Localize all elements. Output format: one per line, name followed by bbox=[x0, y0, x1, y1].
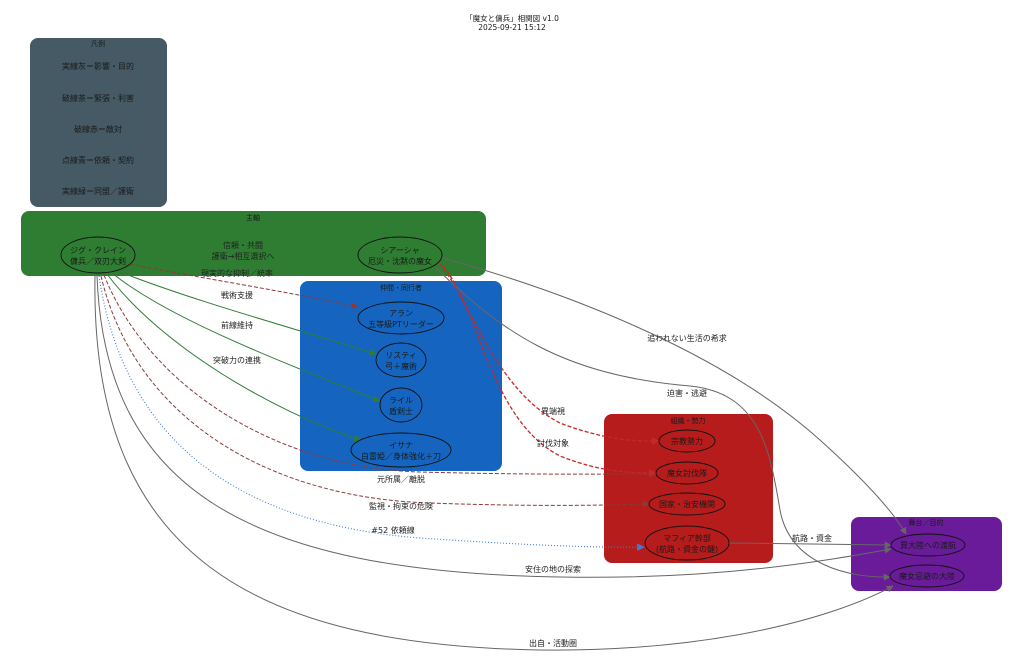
edge-label-zig-state: 監視・拘束の危険 bbox=[369, 501, 433, 511]
node-mafia-name: マフィア幹部 bbox=[663, 533, 711, 543]
stage-cluster bbox=[851, 517, 1002, 591]
edge-zig-voyage bbox=[96, 275, 892, 578]
edge-siasha-voyage bbox=[441, 257, 907, 535]
node-voyage-shape bbox=[890, 533, 966, 557]
edge-label-siasha-religion: 異端視 bbox=[541, 406, 565, 416]
node-religion-name: 宗教勢力 bbox=[671, 436, 703, 446]
node-listy-desc: 弓＋魔術 bbox=[385, 361, 417, 371]
node-alan: アラン 五等級PTリーダー bbox=[357, 301, 445, 335]
allies-cluster bbox=[300, 281, 502, 471]
node-siasha-shape bbox=[357, 236, 443, 274]
edge-label-mafia-voyage: 航路・資金 bbox=[792, 533, 832, 543]
node-alan-name: アラン bbox=[389, 309, 413, 318]
legend-item-tension: 破線茶＝緊張・利害 bbox=[62, 93, 134, 103]
edge-siasha-continent bbox=[435, 267, 891, 581]
edge-zig-mafia bbox=[98, 275, 645, 552]
node-mafia-shape bbox=[644, 525, 730, 561]
node-zig-desc: 傭兵／双刃大剣 bbox=[70, 256, 126, 266]
legend-cluster bbox=[30, 38, 167, 207]
node-siasha-name: シアーシャ bbox=[380, 246, 419, 255]
edge-zig-lyle bbox=[111, 272, 381, 402]
edge-label-zig-continent: 出自・活動圏 bbox=[529, 638, 577, 648]
node-state-name: 国家・治安機関 bbox=[659, 499, 715, 509]
node-voyage: 異大陸への渡航 bbox=[890, 533, 966, 557]
edge-label-zig-siasha-2: 護衛→相互選択へ bbox=[212, 251, 275, 261]
node-alan-shape bbox=[357, 301, 445, 335]
node-continent-shape bbox=[889, 564, 965, 588]
orgs-cluster-title: 組織・勢力 bbox=[671, 416, 706, 425]
node-religion-shape bbox=[658, 429, 716, 453]
node-siasha-desc: 厄災・沈黙の魔女 bbox=[368, 256, 432, 266]
edge-mafia-voyage bbox=[728, 541, 892, 549]
node-listy-shape bbox=[375, 342, 427, 378]
legend-item-hostile: 破線赤＝敵対 bbox=[74, 124, 122, 134]
edge-label-zig-siasha-1: 信頼・共闘 bbox=[223, 240, 263, 250]
node-state-shape bbox=[648, 492, 726, 516]
node-state: 国家・治安機関 bbox=[648, 492, 726, 516]
edge-label-zig-alan: 現実的な抑制／統率 bbox=[201, 268, 273, 278]
node-alan-desc: 五等級PTリーダー bbox=[368, 319, 434, 329]
node-mafia: マフィア幹部 (航路・資金の鍵) bbox=[644, 525, 730, 561]
node-lyle-desc: 盾剣士 bbox=[389, 406, 413, 416]
edge-zig-alan bbox=[129, 263, 359, 310]
stage-cluster-title: 舞台／目的 bbox=[909, 518, 944, 527]
main-cluster-title: 主軸 bbox=[246, 213, 260, 222]
node-lyle: ライル 盾剣士 bbox=[379, 387, 423, 423]
node-hunters: 魔女討伐隊 bbox=[655, 461, 719, 485]
edge-siasha-hunters bbox=[442, 265, 657, 477]
node-zig: ジグ・クレイン 傭兵／双刃大剣 bbox=[60, 236, 136, 274]
node-zig-name: ジグ・クレイン bbox=[70, 245, 126, 255]
allies-cluster-title: 仲間・同行者 bbox=[380, 283, 422, 292]
node-lyle-name: ライル bbox=[389, 396, 413, 405]
edge-zig-isana bbox=[106, 273, 361, 442]
edge-label-siasha-hunters: 討伐対象 bbox=[537, 438, 569, 448]
legend-item-alliance: 実線緑＝同盟／護衛 bbox=[62, 186, 134, 196]
edge-zig-state bbox=[100, 275, 650, 508]
edge-label-zig-mafia: #52 依頼線 bbox=[371, 525, 414, 535]
node-hunters-shape bbox=[655, 461, 719, 485]
diagram-title: 「魔女と傭兵」相関図 v1.0 bbox=[465, 13, 559, 23]
node-voyage-name: 異大陸への渡航 bbox=[900, 540, 956, 550]
legend-item-contract: 点線青＝依頼・契約 bbox=[62, 155, 134, 165]
node-listy: リスティ 弓＋魔術 bbox=[375, 342, 427, 378]
diagram-timestamp: 2025-09-21 15:12 bbox=[478, 23, 546, 32]
legend-item-influence: 実線灰＝影響・目的 bbox=[62, 61, 134, 71]
node-listy-name: リスティ bbox=[385, 351, 417, 360]
node-isana-desc: 白雷姫／身体強化＋刀 bbox=[361, 451, 441, 461]
node-hunters-name: 魔女討伐隊 bbox=[667, 468, 707, 478]
node-lyle-shape bbox=[379, 387, 423, 423]
orgs-cluster bbox=[604, 414, 773, 563]
edge-label-zig-listy: 戦術支援 bbox=[221, 290, 253, 300]
main-cluster bbox=[21, 211, 486, 276]
node-continent: 魔女忌避の大陸 bbox=[889, 564, 965, 588]
edge-label-zig-isana: 突破力の連携 bbox=[213, 355, 261, 365]
node-isana-name: イサナ bbox=[389, 441, 413, 450]
node-zig-shape bbox=[60, 236, 136, 274]
edge-zig-continent bbox=[94, 275, 894, 651]
legend-title: 凡例 bbox=[91, 39, 105, 48]
edge-label-zig-voyage: 安住の地の探索 bbox=[525, 564, 581, 574]
edge-label-siasha-voyage: 追われない生活の希求 bbox=[647, 333, 727, 343]
edge-zig-hunters bbox=[103, 274, 657, 478]
node-mafia-desc: (航路・資金の鍵) bbox=[656, 544, 718, 554]
node-isana-shape bbox=[350, 432, 452, 468]
edge-label-zig-hunters: 元所属／離脱 bbox=[377, 474, 425, 484]
node-continent-name: 魔女忌避の大陸 bbox=[899, 571, 955, 581]
edge-siasha-religion bbox=[439, 263, 660, 445]
node-siasha: シアーシャ 厄災・沈黙の魔女 bbox=[357, 236, 443, 274]
edge-zig-listy bbox=[117, 270, 377, 356]
edge-label-siasha-continent: 迫害・逃避 bbox=[667, 388, 707, 398]
node-isana: イサナ 白雷姫／身体強化＋刀 bbox=[350, 432, 452, 468]
node-religion: 宗教勢力 bbox=[658, 429, 716, 453]
edge-label-zig-lyle: 前線維持 bbox=[221, 320, 253, 330]
